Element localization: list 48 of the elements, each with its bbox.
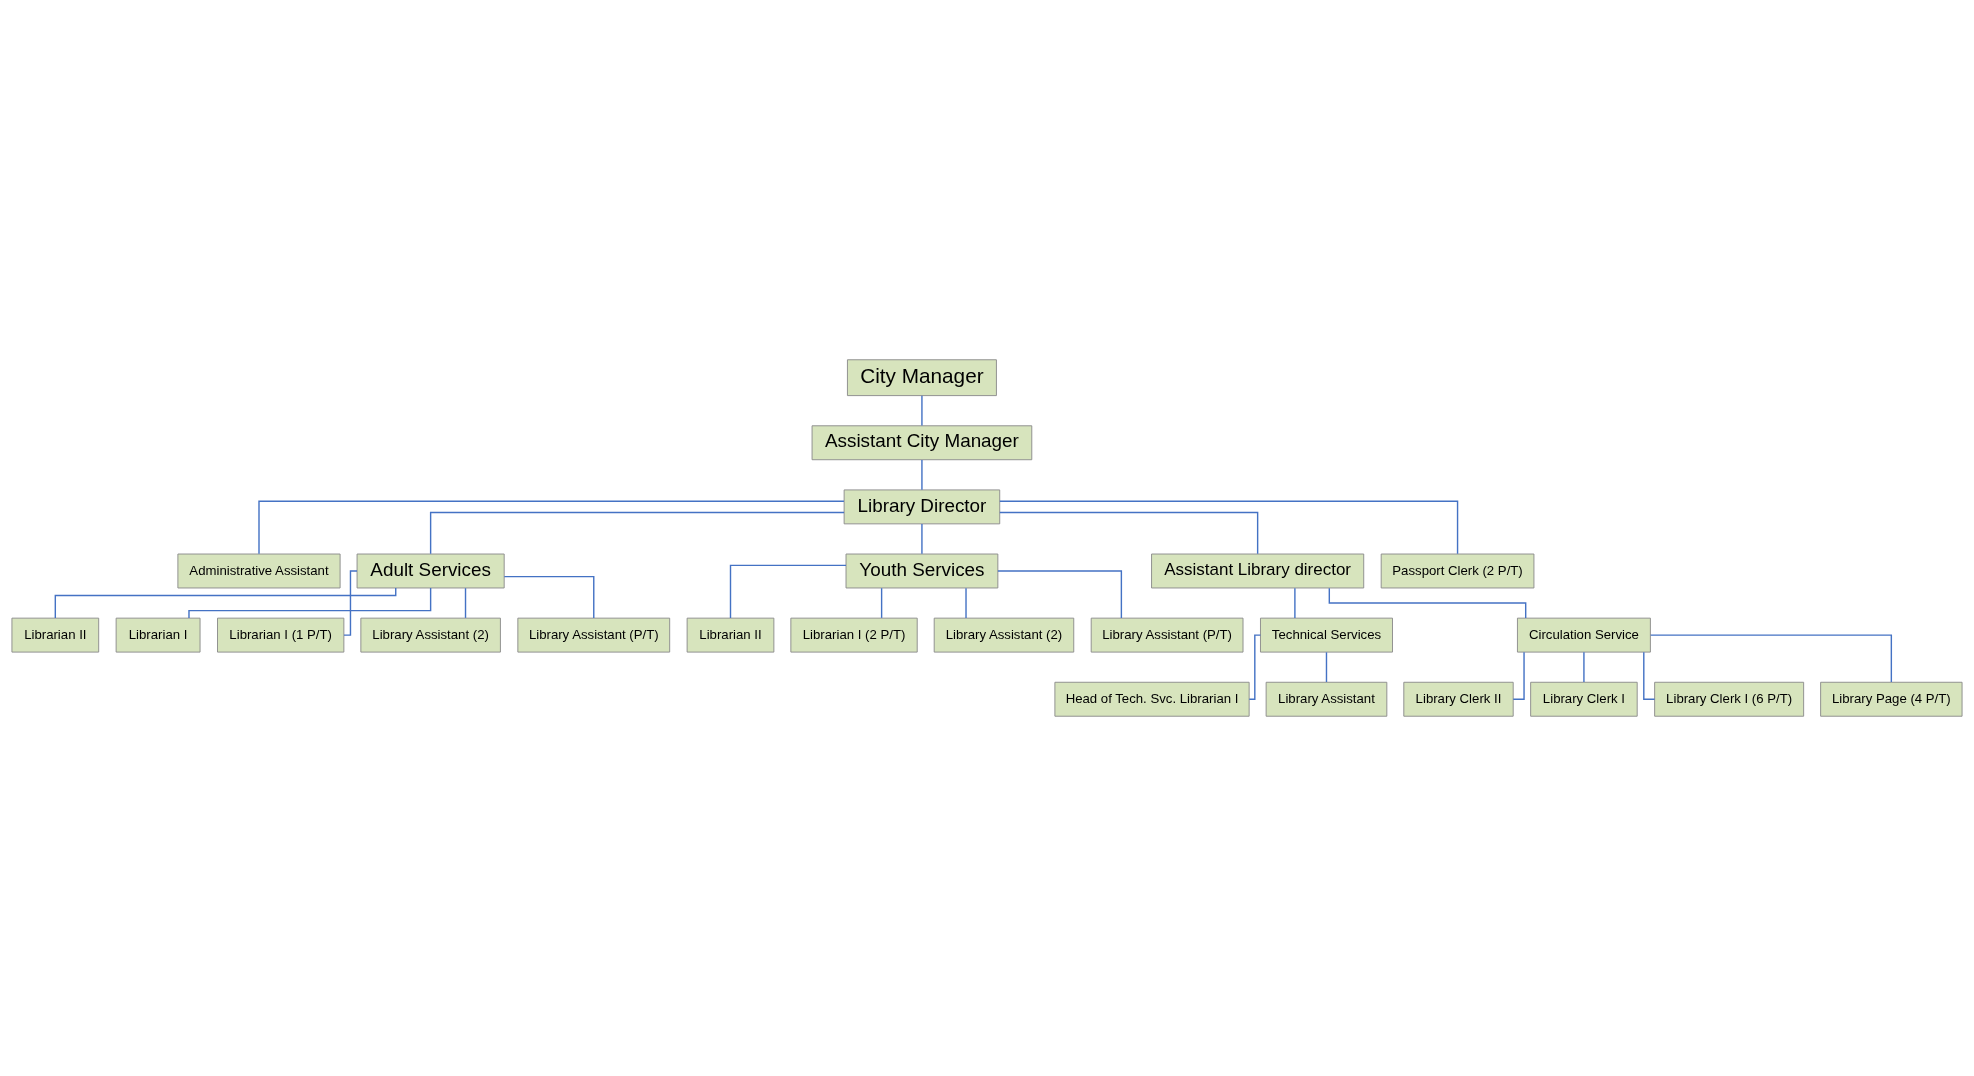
connector [1643,651,1656,700]
node-box: Librarian I [115,617,201,653]
node-box: Librarian I (1 P/T) [217,617,345,653]
node-box: Technical Services [1260,617,1393,653]
node-box: Head of Tech. Svc. Librarian I [1054,681,1250,717]
node-box: Assistant City Manager [811,425,1033,461]
node-box: Administrative Assistant [177,553,341,589]
connector [999,500,1459,555]
node-box: Library Assistant (2) [933,617,1075,653]
connector [1325,651,1328,683]
connector [343,570,358,636]
node-box: Librarian II [11,617,100,653]
node-box: Youth Services [845,553,999,589]
node-box: Librarian II [686,617,775,653]
connector [258,500,845,555]
node-box: Passport Clerk (2 P/T) [1380,553,1535,589]
connector [997,570,1123,619]
connector [1583,651,1585,683]
node-box: City Manager [846,359,997,397]
node-box: Library Assistant (P/T) [1090,617,1244,653]
connector [429,511,845,555]
connector [1248,634,1262,700]
node-box: Assistant Library director [1151,553,1365,589]
node-box: Library Clerk II [1403,681,1514,717]
node-box: Circulation Service [1516,617,1651,653]
node-box: Library Clerk I (6 P/T) [1654,681,1805,717]
connector [1294,587,1296,619]
node-box: Librarian I (2 P/T) [790,617,918,653]
node-box: Library Assistant (P/T) [517,617,671,653]
node-box: Library Director [843,489,1001,525]
connector [1512,651,1525,700]
connector [1328,587,1527,619]
connector [1649,634,1893,683]
connector [921,395,923,427]
connector [188,587,432,619]
connector [921,459,923,491]
connector [729,564,847,619]
node-box: Library Assistant [1265,681,1388,717]
connector [999,511,1259,555]
node-box: Library Page (4 P/T) [1820,681,1963,717]
connector [965,587,967,619]
node-box: Library Assistant (2) [360,617,501,653]
connector [503,575,595,619]
connector [464,587,467,619]
node-box: Library Clerk I [1530,681,1638,717]
node-box: Adult Services [356,553,505,589]
connector [921,523,923,555]
connector [880,587,883,619]
